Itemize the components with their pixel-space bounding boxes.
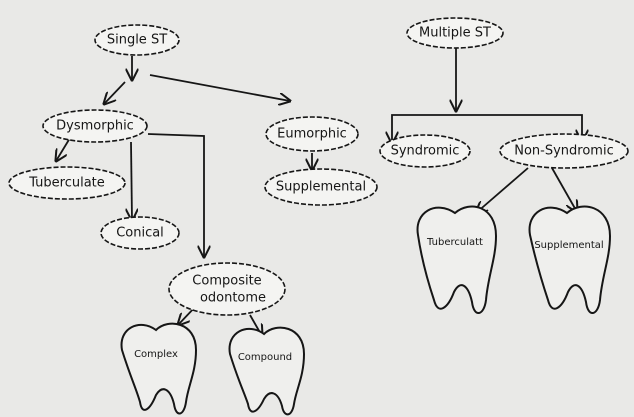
node-multiple-st: Multiple ST <box>419 26 491 41</box>
arrow-to-tuberculatt <box>476 168 528 213</box>
cloud-bubbles <box>9 18 628 315</box>
node-single-st: Single ST <box>107 33 167 48</box>
tooth-label-supplemental: Supplemental <box>534 240 603 251</box>
node-conical: Conical <box>116 226 164 241</box>
node-eumorphic: Eumorphic <box>277 127 347 142</box>
arrow-to-eumorphic <box>150 75 290 101</box>
arrow-to-tuberculate <box>56 138 70 161</box>
arrow-to-supplemental-right <box>552 168 577 212</box>
labels: Single ST Multiple ST Dysmorphic Eumorph… <box>28 26 614 306</box>
arrow-to-dysmorphic <box>104 82 125 104</box>
tooth-label-compound: Compound <box>238 352 292 363</box>
node-supplemental: Supplemental <box>276 180 366 195</box>
molar-tooth-icon <box>230 328 304 415</box>
tooth-label-complex: Complex <box>134 349 178 360</box>
tooth-label-tuberculatt: Tuberculatt <box>426 237 483 248</box>
node-composite-line2: odontome <box>200 291 266 306</box>
molar-tooth-icon <box>122 324 196 414</box>
node-composite-line1: Composite <box>192 274 261 289</box>
node-syndromic: Syndromic <box>391 144 460 159</box>
molar-tooth-icon <box>418 207 496 314</box>
molar-tooth-icon <box>530 207 610 314</box>
node-non-syndromic: Non-Syndromic <box>514 144 613 159</box>
node-dysmorphic: Dysmorphic <box>56 119 134 134</box>
arrow-to-conical <box>131 142 132 220</box>
cloud-bubble-icon <box>169 263 285 315</box>
node-tuberculate: Tuberculate <box>28 176 105 191</box>
